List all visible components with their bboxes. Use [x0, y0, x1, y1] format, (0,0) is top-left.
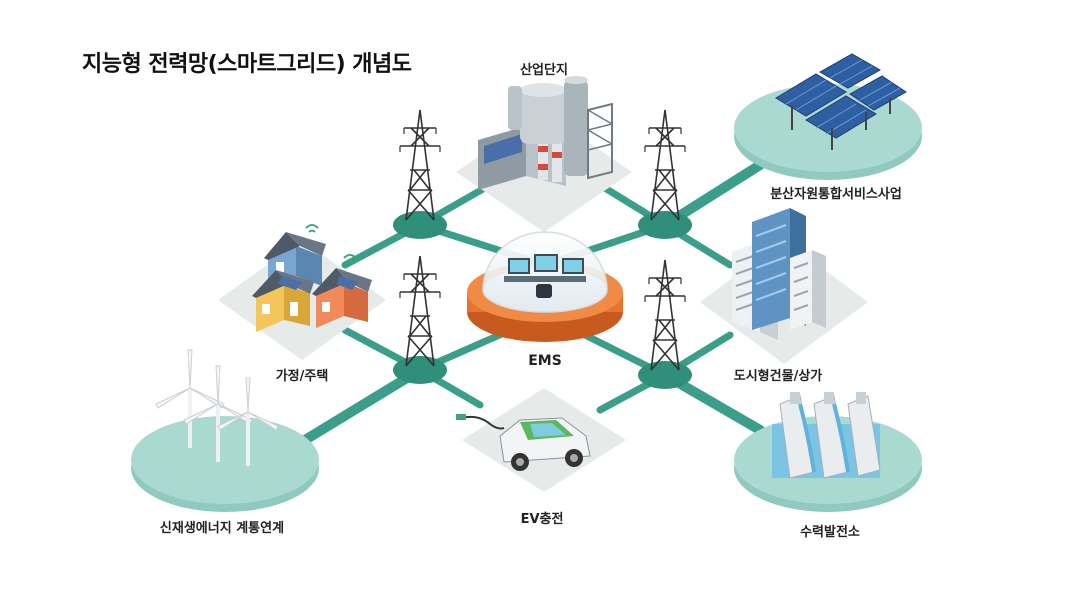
wind-turbine-icon — [155, 349, 279, 466]
node-distributed: 분산자원통합서비스사업 — [734, 53, 922, 202]
office-building-icon — [732, 208, 826, 340]
transmission-tower-icon — [644, 109, 686, 221]
label-renewable: 신재생에너지 계통연계 — [160, 520, 284, 536]
electric-car-icon — [456, 414, 591, 471]
transmission-tower-icon — [399, 109, 441, 221]
label-home: 가정/주택 — [276, 368, 329, 384]
label-hydro: 수력발전소 — [800, 524, 860, 540]
label-industrial: 산업단지 — [520, 62, 568, 78]
label-distributed: 분산자원통합서비스사업 — [770, 186, 902, 202]
transmission-tower-icon — [399, 255, 441, 367]
factory-icon — [478, 76, 613, 190]
node-ev: EV충전 — [456, 388, 626, 527]
ems-center: EMS — [467, 231, 623, 369]
solar-panel-icon — [775, 53, 907, 150]
transmission-tower-icon — [644, 259, 686, 371]
control-room-icon — [504, 254, 586, 298]
node-renewable: 신재생에너지 계통연계 — [131, 349, 319, 536]
node-home: 가정/주택 — [218, 224, 386, 384]
label-building: 도시형건물/상가 — [734, 368, 823, 384]
label-ev: EV충전 — [521, 511, 564, 527]
node-industrial: 산업단지 — [456, 62, 632, 232]
page-title: 지능형 전력망(스마트그리드) 개념도 — [82, 52, 412, 77]
node-building: 도시형건물/상가 — [700, 208, 868, 384]
node-hydro: 수력발전소 — [734, 392, 922, 540]
label-ems: EMS — [528, 353, 562, 369]
hydro-dam-icon — [772, 392, 881, 479]
house-icon — [252, 224, 372, 332]
